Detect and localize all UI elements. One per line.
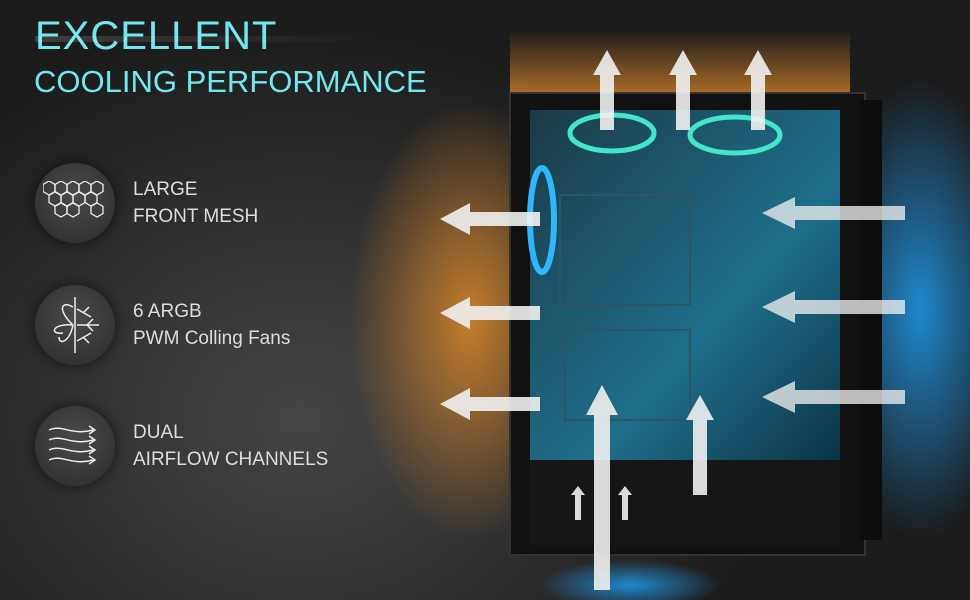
honeycomb-mesh-icon: [35, 163, 115, 243]
feature-argb-fans: 6 ARGB PWM Colling Fans: [35, 285, 290, 365]
heading-line2: COOLING PERFORMANCE: [34, 64, 427, 99]
feature-subtitle: AIRFLOW CHANNELS: [133, 449, 329, 470]
heading-line1: EXCELLENT: [35, 14, 366, 58]
feature-subtitle: PWM Colling Fans: [133, 328, 291, 349]
feature-front-mesh: LARGE FRONT MESH: [35, 163, 258, 243]
feature-subtitle: FRONT MESH: [133, 206, 259, 227]
feature-dual-airflow: DUAL AIRFLOW CHANNELS: [35, 406, 328, 486]
airflow-arrows: [440, 50, 905, 590]
fan-snowflake-icon: [35, 285, 115, 365]
feature-title: LARGE: [133, 179, 198, 200]
feature-title: DUAL: [133, 422, 184, 443]
psu-shroud: [530, 460, 840, 545]
feature-title: 6 ARGB: [133, 301, 202, 322]
airflow-arrows-icon: [35, 406, 115, 486]
